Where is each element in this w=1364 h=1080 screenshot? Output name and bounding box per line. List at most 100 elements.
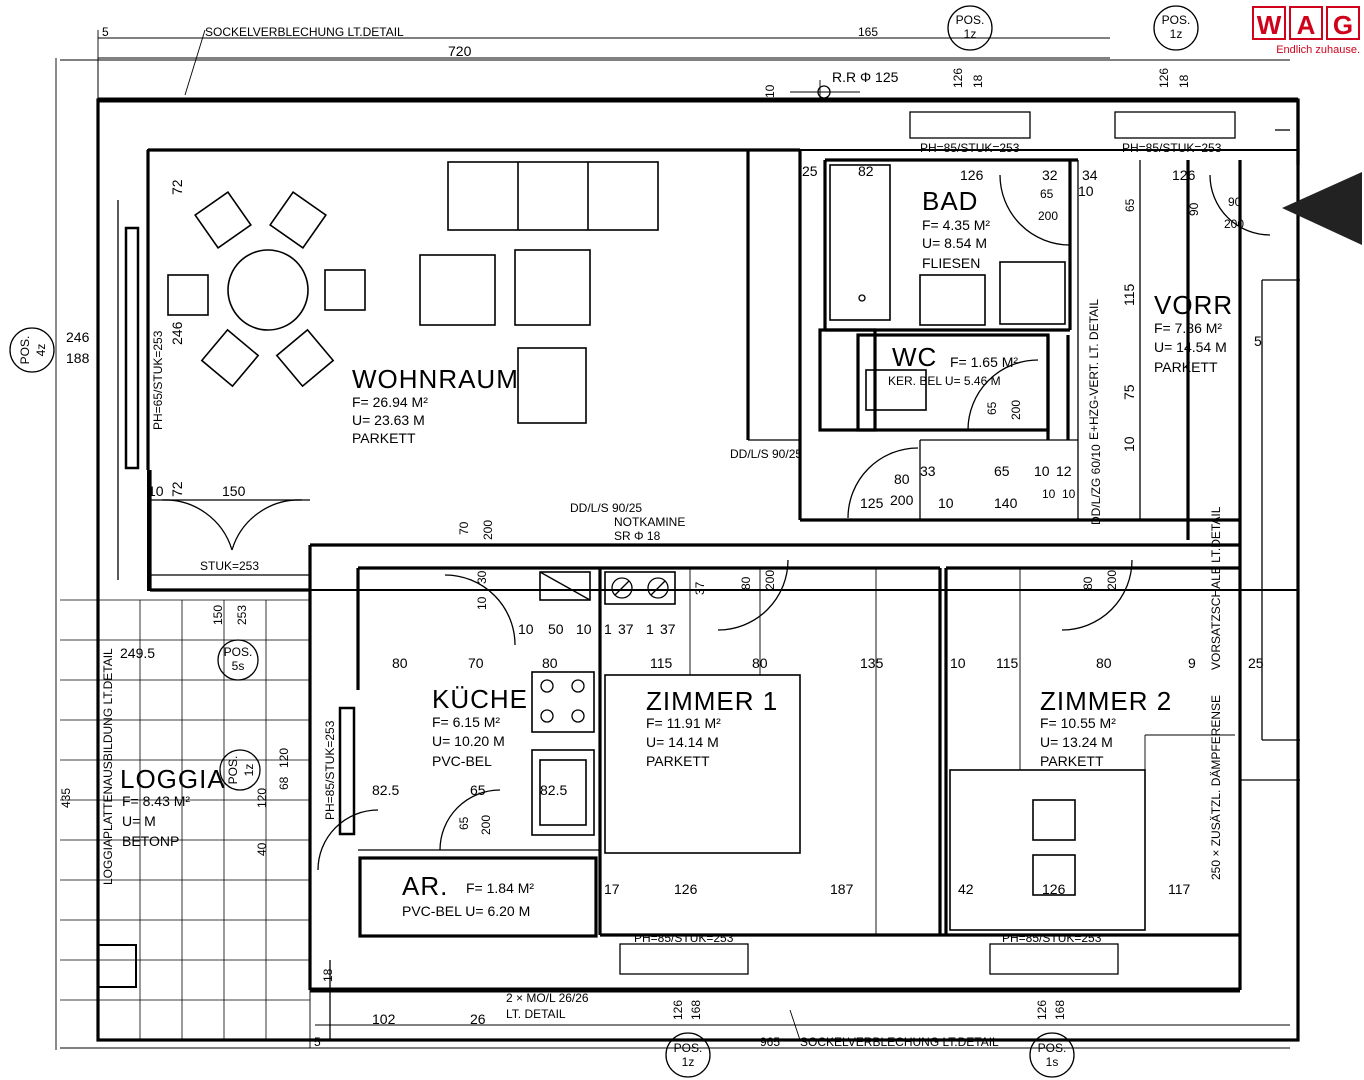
- room-loggia: LOGGIA F= 8.43 M² U= M BETONP: [120, 764, 225, 849]
- svg-text:BETONP: BETONP: [122, 833, 179, 849]
- svg-text:42: 42: [958, 881, 974, 897]
- svg-text:PH=85/STUK=253: PH=85/STUK=253: [1122, 141, 1222, 155]
- svg-text:BAD: BAD: [922, 186, 978, 216]
- svg-text:37: 37: [693, 581, 707, 595]
- svg-text:80: 80: [739, 576, 753, 590]
- svg-text:188: 188: [66, 350, 90, 366]
- svg-text:32: 32: [1042, 167, 1058, 183]
- svg-text:253: 253: [235, 605, 249, 625]
- room-vorr: VORR F= 7.86 M² U= 14.54 M PARKETT: [1154, 290, 1232, 375]
- svg-text:WC: WC: [892, 342, 937, 372]
- pos-marker-left: POS. 4z: [9, 327, 55, 373]
- svg-text:PARKETT: PARKETT: [352, 430, 416, 446]
- svg-text:KER. BEL U= 5.46 M: KER. BEL U= 5.46 M: [888, 374, 1001, 388]
- svg-text:10: 10: [576, 621, 592, 637]
- logo-letter-w: W: [1252, 6, 1286, 40]
- svg-text:150: 150: [222, 483, 246, 499]
- svg-text:F= 8.43 M²: F= 8.43 M²: [122, 793, 190, 809]
- svg-text:80: 80: [894, 471, 910, 487]
- svg-text:246: 246: [169, 321, 185, 345]
- svg-text:126: 126: [1042, 881, 1066, 897]
- svg-text:U= 23.63 M: U= 23.63 M: [352, 412, 425, 428]
- svg-text:10: 10: [148, 483, 164, 499]
- svg-text:200: 200: [1224, 217, 1244, 231]
- svg-text:68: 68: [277, 776, 291, 790]
- svg-text:PARKETT: PARKETT: [646, 753, 710, 769]
- svg-text:PARKETT: PARKETT: [1154, 359, 1218, 375]
- svg-text:FLIESEN: FLIESEN: [922, 255, 980, 271]
- svg-text:80: 80: [752, 655, 768, 671]
- svg-text:1z: 1z: [964, 27, 977, 41]
- svg-text:435: 435: [59, 788, 73, 808]
- svg-text:18: 18: [1177, 74, 1191, 88]
- svg-text:25: 25: [802, 163, 818, 179]
- wag-logo: W A G Endlich zuhause.: [1244, 6, 1360, 62]
- svg-text:1z: 1z: [682, 1055, 695, 1069]
- svg-text:PH=85/STUK=253: PH=85/STUK=253: [323, 720, 337, 820]
- svg-text:246: 246: [66, 329, 90, 345]
- svg-text:65: 65: [1123, 198, 1137, 212]
- svg-text:126: 126: [671, 1000, 685, 1020]
- room-kueche: KÜCHE F= 6.15 M² U= 10.20 M PVC-BEL: [432, 684, 527, 769]
- svg-text:117: 117: [1168, 881, 1191, 897]
- room-ar: AR. F= 1.84 M² PVC-BEL U= 6.20 M: [402, 871, 534, 919]
- loggia-tile-grid: [60, 599, 331, 1040]
- svg-text:965: 965: [760, 1035, 780, 1049]
- svg-text:37: 37: [660, 621, 676, 637]
- svg-text:PVC-BEL U= 6.20 M: PVC-BEL U= 6.20 M: [402, 903, 530, 919]
- entrance-arrow-icon: [1282, 172, 1362, 245]
- svg-text:50: 50: [548, 621, 564, 637]
- svg-text:2 × MO/L 26/26: 2 × MO/L 26/26: [506, 991, 589, 1005]
- svg-text:26: 26: [470, 1011, 486, 1027]
- svg-text:200: 200: [1038, 209, 1058, 223]
- svg-text:80: 80: [392, 655, 408, 671]
- svg-text:200: 200: [763, 570, 777, 590]
- svg-text:5: 5: [102, 25, 109, 39]
- windows: [117, 111, 1236, 975]
- svg-text:PH=65/STUK=253: PH=65/STUK=253: [151, 330, 165, 430]
- svg-text:115: 115: [996, 655, 1019, 671]
- svg-text:80: 80: [542, 655, 558, 671]
- svg-text:10: 10: [1062, 487, 1076, 501]
- svg-text:10: 10: [518, 621, 534, 637]
- room-zimmer-2: ZIMMER 2 F= 10.55 M² U= 13.24 M PARKETT: [1040, 686, 1172, 769]
- svg-text:168: 168: [1053, 1000, 1067, 1020]
- svg-text:82.5: 82.5: [540, 782, 567, 798]
- svg-text:POS.: POS.: [224, 645, 253, 659]
- svg-text:10: 10: [763, 84, 777, 98]
- svg-text:1z: 1z: [242, 764, 256, 777]
- svg-text:POS.: POS.: [1162, 13, 1191, 27]
- room-zimmer-1: ZIMMER 1 F= 11.91 M² U= 14.14 M PARKETT: [646, 686, 777, 769]
- svg-text:40: 40: [255, 842, 269, 856]
- svg-text:33: 33: [920, 463, 936, 479]
- svg-text:120: 120: [277, 748, 291, 768]
- svg-text:PVC-BEL: PVC-BEL: [432, 753, 492, 769]
- svg-text:ZIMMER 2: ZIMMER 2: [1040, 686, 1172, 716]
- room-wc: WC F= 1.65 M² KER. BEL U= 5.46 M: [888, 342, 1018, 388]
- svg-text:F= 10.55 M²: F= 10.55 M²: [1040, 715, 1116, 731]
- svg-text:135: 135: [860, 655, 884, 671]
- room-wohnraum: WOHNRAUM F= 26.94 M² U= 23.63 M PARKETT: [352, 364, 519, 446]
- svg-text:5: 5: [314, 1035, 321, 1049]
- svg-text:200: 200: [479, 815, 493, 835]
- svg-text:WOHNRAUM: WOHNRAUM: [352, 364, 519, 394]
- svg-text:70: 70: [468, 655, 484, 671]
- svg-text:PH=85/STUK=253: PH=85/STUK=253: [634, 931, 734, 945]
- svg-text:LOGGIAPLATTENAUSBILDUNG LT.DET: LOGGIAPLATTENAUSBILDUNG LT.DETAIL: [101, 648, 115, 885]
- svg-text:10: 10: [1034, 463, 1050, 479]
- svg-text:65: 65: [457, 816, 471, 830]
- pos-marker-bottom-1: POS. 1z: [665, 1032, 711, 1078]
- svg-text:POS.: POS.: [18, 336, 32, 365]
- svg-text:115: 115: [1121, 283, 1137, 306]
- svg-text:10: 10: [938, 495, 954, 511]
- svg-text:200: 200: [1105, 570, 1119, 590]
- svg-text:F= 11.91 M²: F= 11.91 M²: [646, 715, 721, 731]
- pos-marker-mid: POS. 5s: [217, 639, 259, 681]
- svg-text:E+HZG-VERT. LT. DETAIL: E+HZG-VERT. LT. DETAIL: [1087, 299, 1101, 440]
- svg-text:5: 5: [1254, 333, 1262, 349]
- svg-text:DD/L/S 90/25: DD/L/S 90/25: [730, 447, 802, 461]
- svg-text:1s: 1s: [1046, 1055, 1059, 1069]
- plan-notes: SOCKELVERBLECHUNG LT.DETAIL SOCKELVERBLE…: [101, 25, 1223, 1049]
- svg-text:POS.: POS.: [226, 756, 240, 785]
- svg-text:10: 10: [475, 596, 489, 610]
